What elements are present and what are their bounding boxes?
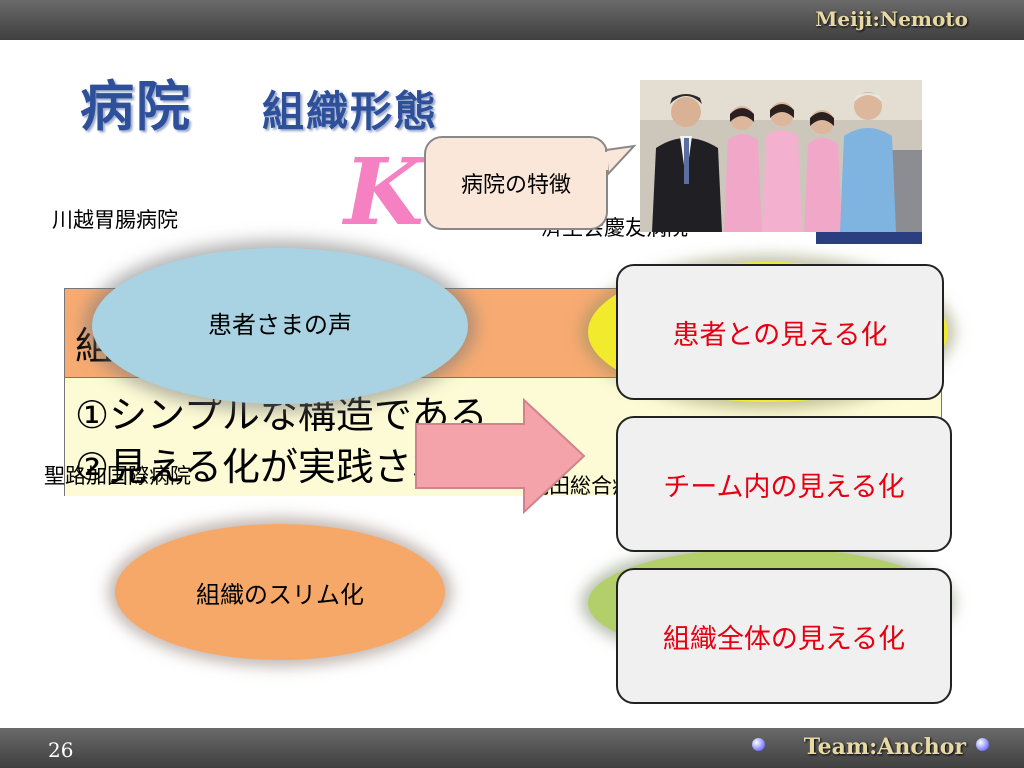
page-number: 26 [48, 738, 74, 762]
visualization-team-box: チーム内の見える化 [616, 416, 952, 552]
header-brand: Meiji:Nemoto [815, 7, 968, 31]
slim-organization-ellipse: 組織のスリム化 [115, 524, 445, 660]
visualization-organization-text: 組織全体の見える化 [662, 623, 906, 655]
callout-tail [600, 144, 637, 177]
visualization-patient-box: 患者との見える化 [616, 264, 944, 400]
hospital-label-seirei: 聖路加国際病院 [44, 464, 191, 488]
visualization-team-text: チーム内の見える化 [663, 471, 905, 503]
slide-title: 病院 [80, 75, 192, 138]
top-bar [0, 0, 1024, 40]
hospital-logo: K [344, 138, 424, 246]
bullet-dot-icon [976, 738, 989, 751]
right-arrow-icon [415, 398, 586, 514]
visualization-organization-box: 組織全体の見える化 [616, 568, 952, 704]
bullet-dot-icon [752, 738, 765, 751]
patient-voice-text: 患者さまの声 [208, 310, 352, 339]
team-name: Team:Anchor [803, 734, 966, 760]
callout-text: 病院の特徴 [460, 173, 571, 198]
slim-organization-text: 組織のスリム化 [196, 580, 364, 609]
visualization-patient-text: 患者との見える化 [672, 319, 888, 351]
slide-subtitle: 組織形態 [262, 87, 439, 136]
bottom-bar [0, 728, 1024, 768]
patient-voice-ellipse: 患者さまの声 [92, 248, 468, 404]
callout-bubble: 病院の特徴 [424, 136, 608, 230]
hospital-label-kawagoe: 川越胃腸病院 [52, 208, 178, 232]
photo-caption-strip [816, 232, 922, 244]
staff-photo [640, 80, 922, 232]
